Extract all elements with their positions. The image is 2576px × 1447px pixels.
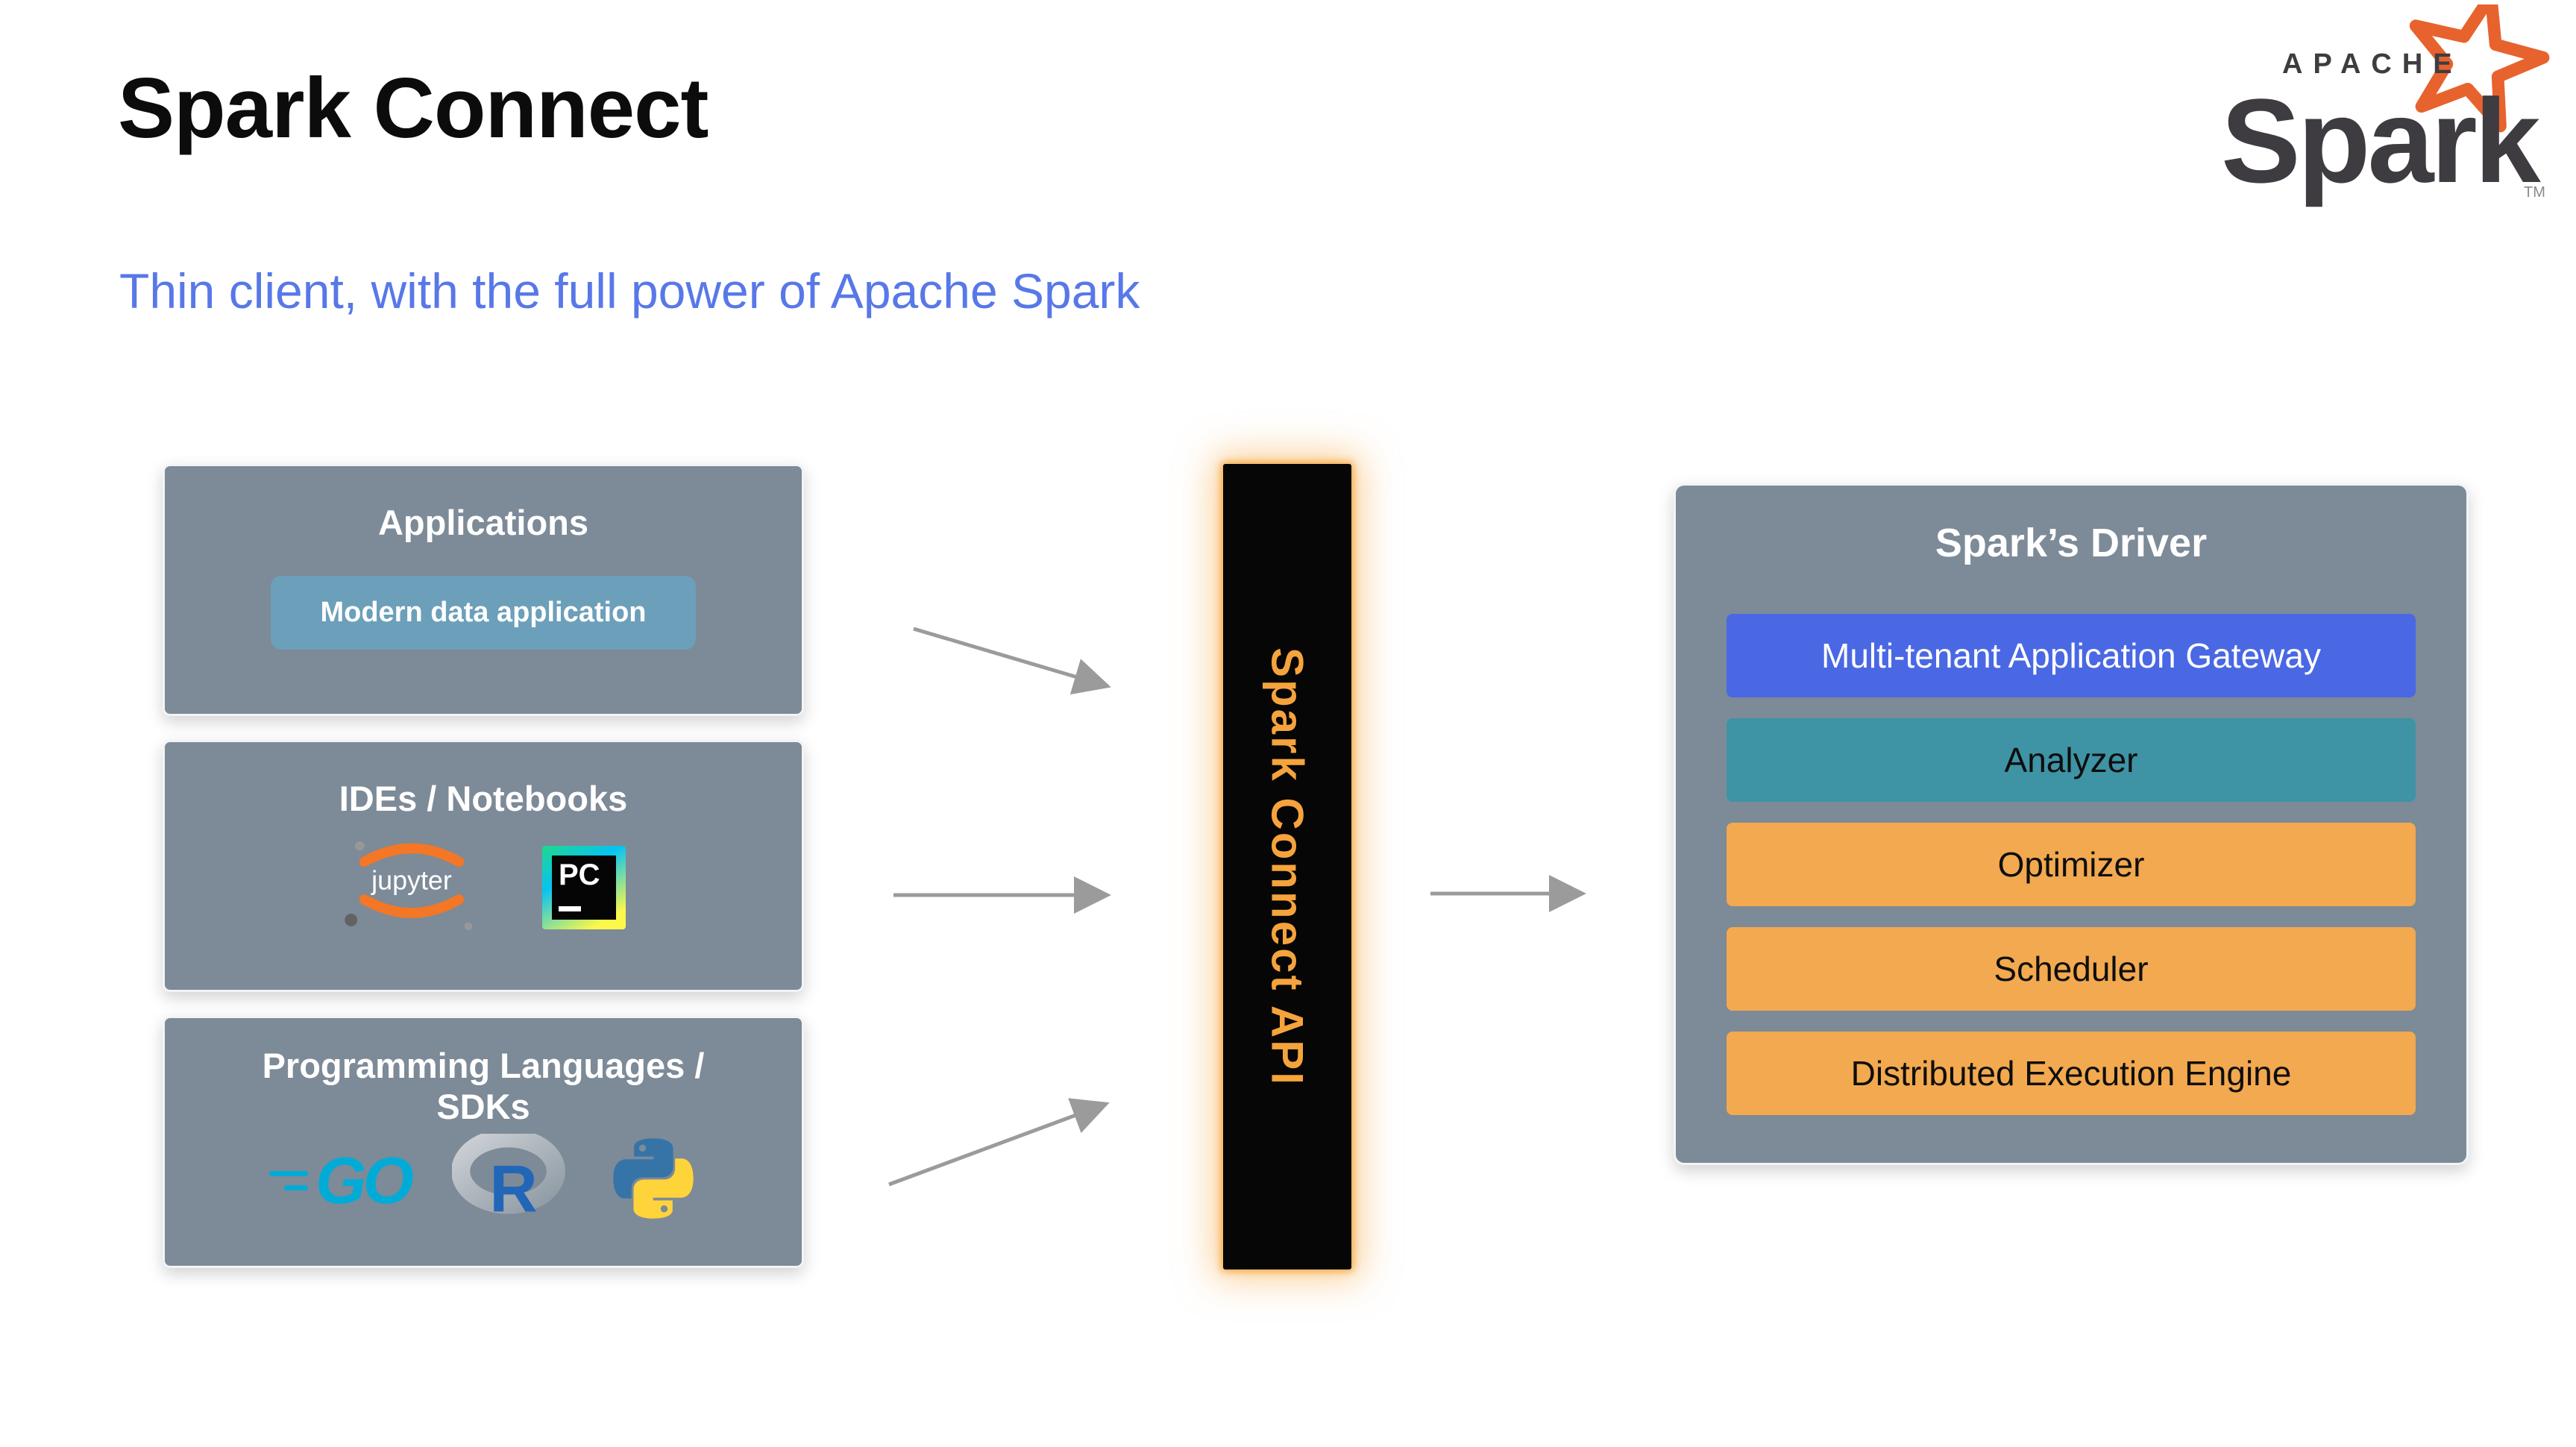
driver-row-execution-engine: Distributed Execution Engine (1727, 1032, 2416, 1115)
spark-connect-api-label: Spark Connect API (1262, 647, 1313, 1087)
ides-notebooks-title: IDEs / Notebooks (339, 779, 628, 818)
logo-apache-text: APACHE (2282, 48, 2463, 80)
spark-connect-api-bar: Spark Connect API (1223, 464, 1351, 1269)
languages-sdks-box: Programming Languages / SDKs GO R (163, 1016, 804, 1268)
driver-row-analyzer: Analyzer (1727, 718, 2416, 802)
pycharm-label: PC (559, 858, 600, 891)
driver-row-scheduler: Scheduler (1727, 927, 2416, 1011)
languages-sdks-title-line1: Programming Languages / (262, 1046, 705, 1085)
golang-label: GO (315, 1143, 414, 1217)
arrow-applications-to-api (913, 627, 1111, 695)
languages-sdks-title: Programming Languages / SDKs (165, 1045, 802, 1128)
r-label: R (489, 1151, 537, 1223)
spark-star-icon (2409, 0, 2550, 133)
spark-driver-title: Spark’s Driver (1935, 521, 2208, 565)
driver-rows: Multi-tenant Application Gateway Analyze… (1727, 614, 2416, 1115)
pycharm-icon: PC (542, 845, 626, 929)
language-icons-row: GO R (165, 1129, 802, 1228)
page-subtitle: Thin client, with the full power of Apac… (119, 263, 1140, 318)
logo-spark-text: Spark (2221, 74, 2542, 207)
arrow-languages-to-api (888, 1098, 1110, 1187)
modern-data-application-badge: Modern data application (271, 576, 696, 650)
r-language-icon: R (451, 1129, 568, 1228)
jupyter-label: jupyter (371, 865, 452, 895)
page-title: Spark Connect (118, 61, 709, 156)
spark-logo-graphic: APACHE Spark TM (2221, 0, 2550, 207)
applications-title: Applications (377, 503, 589, 542)
logo-tm-text: TM (2524, 184, 2545, 201)
driver-row-optimizer: Optimizer (1727, 823, 2416, 906)
applications-box: Applications Modern data application (163, 464, 804, 716)
golang-icon: GO (269, 1143, 414, 1219)
languages-sdks-title-line2: SDKs (436, 1087, 530, 1127)
spark-driver-box: Spark’s Driver Multi-tenant Application … (1674, 483, 2469, 1165)
golang-speed-lines (269, 1170, 309, 1190)
ide-icons-row: jupyter PC (165, 829, 802, 945)
jupyter-icon: jupyter (341, 829, 483, 945)
apache-spark-logo: APACHE Spark TM (2109, 0, 2557, 258)
python-icon (609, 1134, 697, 1226)
pycharm-underscore (559, 905, 581, 911)
driver-row-gateway: Multi-tenant Application Gateway (1727, 614, 2416, 697)
ides-notebooks-box: IDEs / Notebooks jupyter PC (163, 740, 804, 992)
